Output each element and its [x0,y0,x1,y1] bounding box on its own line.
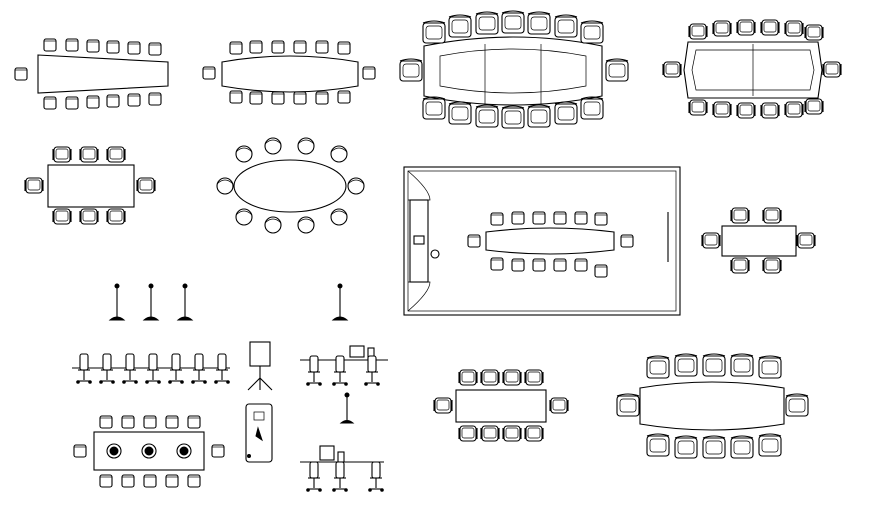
oval-table-block [216,137,365,234]
rect-table-10-block [433,369,569,442]
boat-table-large-block [616,353,809,459]
table-elevation-block [72,353,230,384]
trapezoid-table-block [14,38,169,110]
small-table-6-block [701,207,816,274]
table-with-speakers-block [73,415,225,488]
stanchion-single-block [339,392,355,424]
reception-elevation-block [300,445,384,492]
lectern-top-block [245,403,273,463]
boat-table-block [202,40,376,105]
desk-elevation-block [300,345,388,386]
easel-block [247,341,273,391]
rect-table-8-block [24,146,156,225]
stanchions-block [108,283,349,321]
racetrack-table-block [662,19,842,119]
boat-table-armchairs-block [399,10,629,129]
conference-room-plan-block [403,166,681,316]
